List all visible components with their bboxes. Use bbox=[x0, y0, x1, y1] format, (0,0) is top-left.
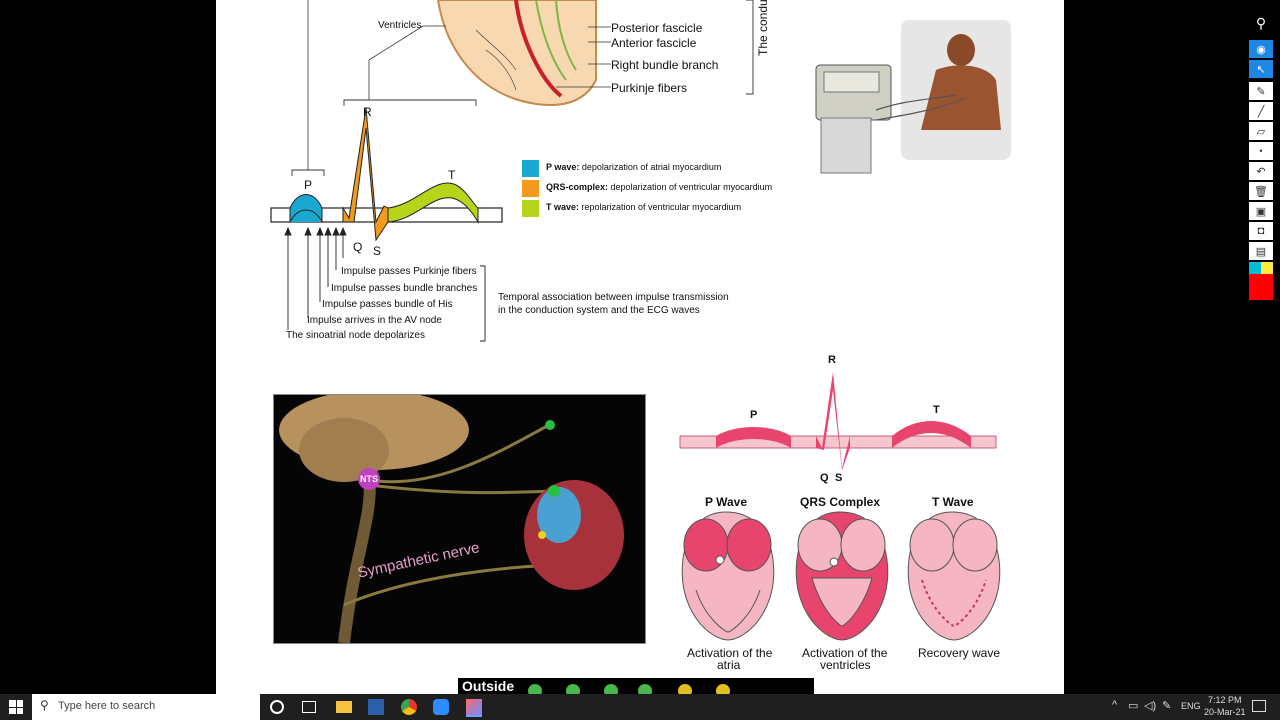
drawing-app-icon[interactable] bbox=[466, 699, 482, 717]
color-palette-icon[interactable] bbox=[1249, 262, 1273, 300]
legend-qrs: QRS-complex: depolarization of ventricul… bbox=[546, 182, 773, 192]
language-indicator[interactable]: ENG bbox=[1181, 701, 1201, 711]
cortana-icon[interactable] bbox=[270, 700, 284, 714]
temporal-association-line2: in the conduction system and the ECG wav… bbox=[498, 305, 700, 316]
patient-ecg-machine-illustration bbox=[815, 20, 1011, 174]
dot-icon[interactable]: • bbox=[1249, 142, 1273, 160]
purkinje-fibers-label: Purkinje fibers bbox=[611, 81, 688, 95]
conduction-vertical-label: The condu bbox=[756, 0, 770, 56]
search-placeholder: Type here to search bbox=[58, 700, 156, 712]
impulse-bundle-branches: Impulse passes bundle branches bbox=[331, 283, 478, 294]
ecg-bottom-p: P bbox=[750, 409, 758, 421]
impulse-av-node: Impulse arrives in the AV node bbox=[307, 315, 442, 326]
pen-icon[interactable]: ✎ bbox=[1249, 82, 1273, 100]
heart-qrs bbox=[795, 511, 889, 641]
caption-ventricles-l1: Activation of the bbox=[802, 646, 888, 660]
ecg-top-r: R bbox=[363, 105, 372, 119]
zoom-icon[interactable] bbox=[433, 699, 449, 715]
ecg-bottom-t: T bbox=[933, 404, 940, 416]
line-icon[interactable]: ╱ bbox=[1249, 102, 1273, 120]
nts-label: NTS bbox=[360, 474, 378, 484]
search-icon: ⚲ bbox=[40, 698, 49, 712]
volume-icon[interactable]: ◁) bbox=[1144, 700, 1157, 712]
network-icon[interactable]: ▭ bbox=[1128, 700, 1139, 712]
caption-ventricles-l2: ventricles bbox=[820, 658, 871, 672]
impulse-bundle-his: Impulse passes bundle of His bbox=[322, 299, 453, 310]
outside-label: Outside bbox=[462, 678, 515, 694]
screen-icon[interactable]: ▣ bbox=[1249, 202, 1273, 220]
qrs-swatch bbox=[522, 180, 539, 197]
temporal-association-line1: Temporal association between impulse tra… bbox=[498, 292, 729, 303]
ecg-bottom-r: R bbox=[828, 354, 836, 366]
legend-p-wave: P wave: depolarization of atrial myocard… bbox=[546, 162, 722, 172]
brain-heart-nerve-image: NTS Sympathetic nerve bbox=[273, 394, 646, 644]
document-page: NTS Sympathetic nerve Ventricles Posteri… bbox=[216, 0, 1064, 694]
p-wave-swatch bbox=[522, 160, 539, 177]
right-bundle-branch-label: Right bundle branch bbox=[611, 58, 719, 72]
windows-start-icon[interactable] bbox=[9, 700, 23, 714]
notification-icon[interactable] bbox=[1252, 700, 1266, 712]
t-wave-swatch bbox=[522, 200, 539, 217]
ecg-top-q: Q bbox=[353, 240, 363, 254]
t-wave-heading: T Wave bbox=[932, 495, 974, 509]
heart-conduction-illustration bbox=[291, 0, 754, 176]
tray-chevron-icon[interactable]: ^ bbox=[1112, 699, 1118, 711]
eye-icon[interactable]: ◉ bbox=[1249, 40, 1273, 58]
ecg-top-s: S bbox=[373, 244, 382, 258]
drawing-layer bbox=[270, 0, 1011, 641]
ecg-bottom-s: S bbox=[835, 472, 843, 484]
legend-t-wave: T wave: repolarization of ventricular my… bbox=[546, 202, 742, 212]
heart-t-wave bbox=[907, 511, 1001, 641]
taskbar-search-box[interactable]: ⚲ Type here to search bbox=[32, 694, 260, 720]
ecg-top-t: T bbox=[448, 168, 456, 182]
impulse-purkinje: Impulse passes Purkinje fibers bbox=[341, 266, 477, 277]
heart-p-wave bbox=[681, 511, 775, 641]
task-view-icon[interactable] bbox=[302, 701, 316, 713]
file-explorer-icon[interactable] bbox=[336, 701, 352, 713]
annotation-toolbar: ⚲ ◉ ↖ ✎ ╱ ▱ • ↶ 🗑 ▣ ◘ ▤ bbox=[1249, 6, 1273, 306]
trash-icon[interactable]: 🗑 bbox=[1249, 182, 1273, 200]
clipboard-icon[interactable]: ▤ bbox=[1249, 242, 1273, 260]
taskbar: ⚲ Type here to search ^ ▭ ◁) ✎ ENG 7:12 … bbox=[0, 694, 1280, 720]
ventricles-label: Ventricles bbox=[378, 20, 422, 31]
anterior-fascicle-label: Anterior fascicle bbox=[611, 36, 697, 50]
app-icon[interactable] bbox=[368, 699, 384, 715]
ecg-top-p: P bbox=[304, 178, 313, 192]
pin-icon[interactable]: ⚲ bbox=[1255, 14, 1267, 31]
camera-icon[interactable]: ◘ bbox=[1249, 222, 1273, 240]
pen-tray-icon[interactable]: ✎ bbox=[1162, 700, 1172, 712]
ecg-bottom-waveform bbox=[679, 372, 997, 470]
eraser-icon[interactable]: ▱ bbox=[1249, 122, 1273, 140]
posterior-fascicle-label: Posterior fascicle bbox=[611, 21, 703, 35]
clock-date[interactable]: 20-Mar-21 bbox=[1204, 707, 1246, 717]
p-wave-heading: P Wave bbox=[705, 495, 748, 509]
undo-icon[interactable]: ↶ bbox=[1249, 162, 1273, 180]
ecg-top-waveform bbox=[270, 107, 503, 342]
caption-recovery: Recovery wave bbox=[918, 646, 1001, 660]
cursor-icon[interactable]: ↖ bbox=[1249, 60, 1273, 78]
chrome-icon[interactable] bbox=[401, 699, 417, 715]
impulse-sa-node: The sinoatrial node depolarizes bbox=[286, 330, 425, 341]
caption-atria-l1: Activation of the bbox=[687, 646, 773, 660]
caption-atria-l2: atria bbox=[717, 658, 741, 672]
nerve-drawing bbox=[279, 395, 624, 643]
ecg-bottom-q: Q bbox=[820, 472, 829, 484]
clock-time[interactable]: 7:12 PM bbox=[1208, 695, 1242, 705]
qrs-complex-heading: QRS Complex bbox=[800, 495, 881, 509]
